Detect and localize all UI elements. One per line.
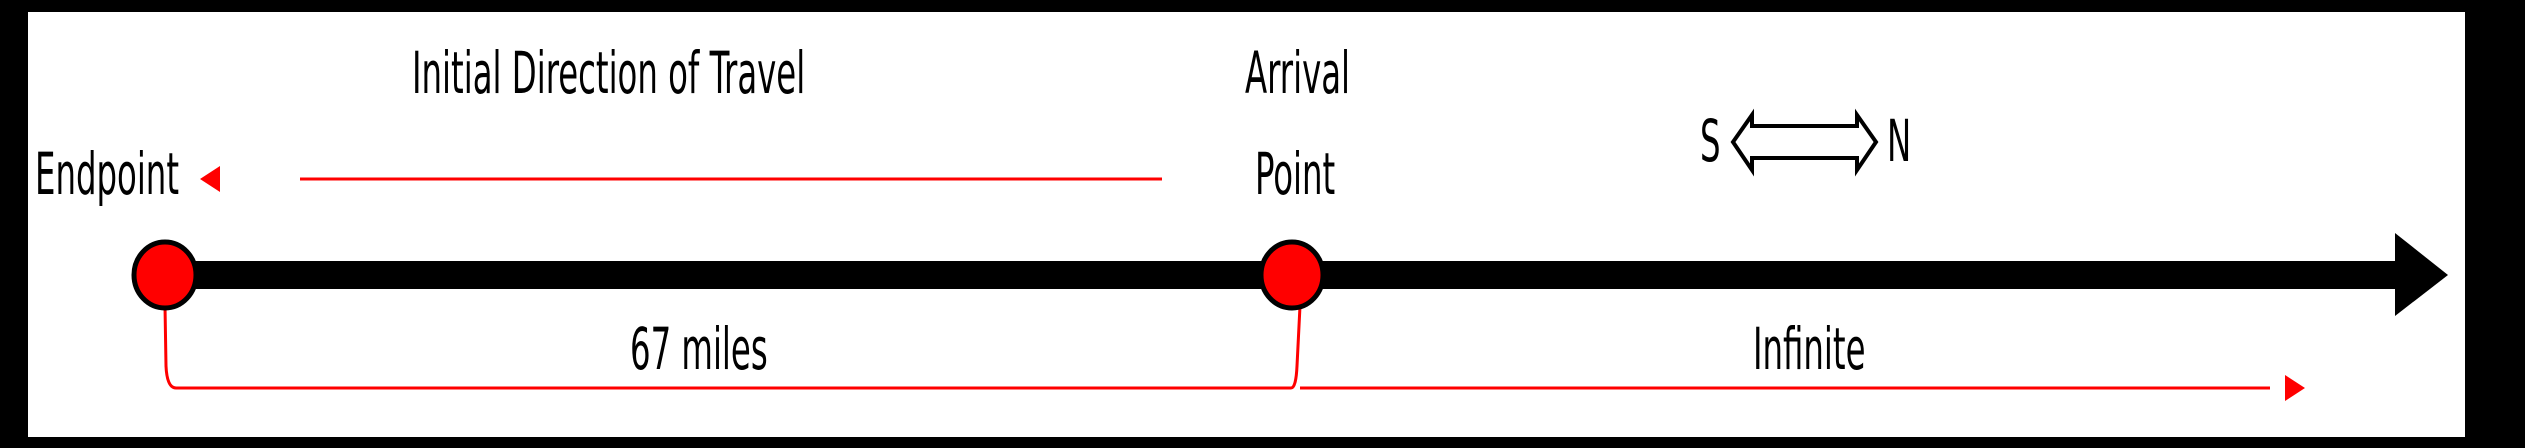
- arrival-point-marker-icon[interactable]: [1258, 239, 1326, 311]
- diagram-panel: [28, 12, 2465, 437]
- axis-arrow-icon: [2395, 233, 2448, 316]
- arrival-label-line1: Arrival: [1245, 39, 1351, 107]
- distance-bracket: [163, 305, 1302, 390]
- arrival-label-line2: Point: [1255, 140, 1336, 208]
- endpoint-label: Endpoint: [35, 140, 180, 208]
- endpoint-marker-icon[interactable]: [131, 239, 199, 311]
- infinite-label: Infinite: [1753, 315, 1866, 383]
- infinite-arrow-icon: [2285, 375, 2305, 401]
- compass-north-label: N: [1887, 107, 1912, 175]
- direction-arrow-icon: [200, 166, 220, 192]
- distance-label: 67 miles: [630, 315, 768, 383]
- double-arrow-icon: [1730, 108, 1879, 177]
- compass-south-label: S: [1700, 107, 1721, 175]
- initial-direction-label: Initial Direction of Travel: [412, 39, 806, 107]
